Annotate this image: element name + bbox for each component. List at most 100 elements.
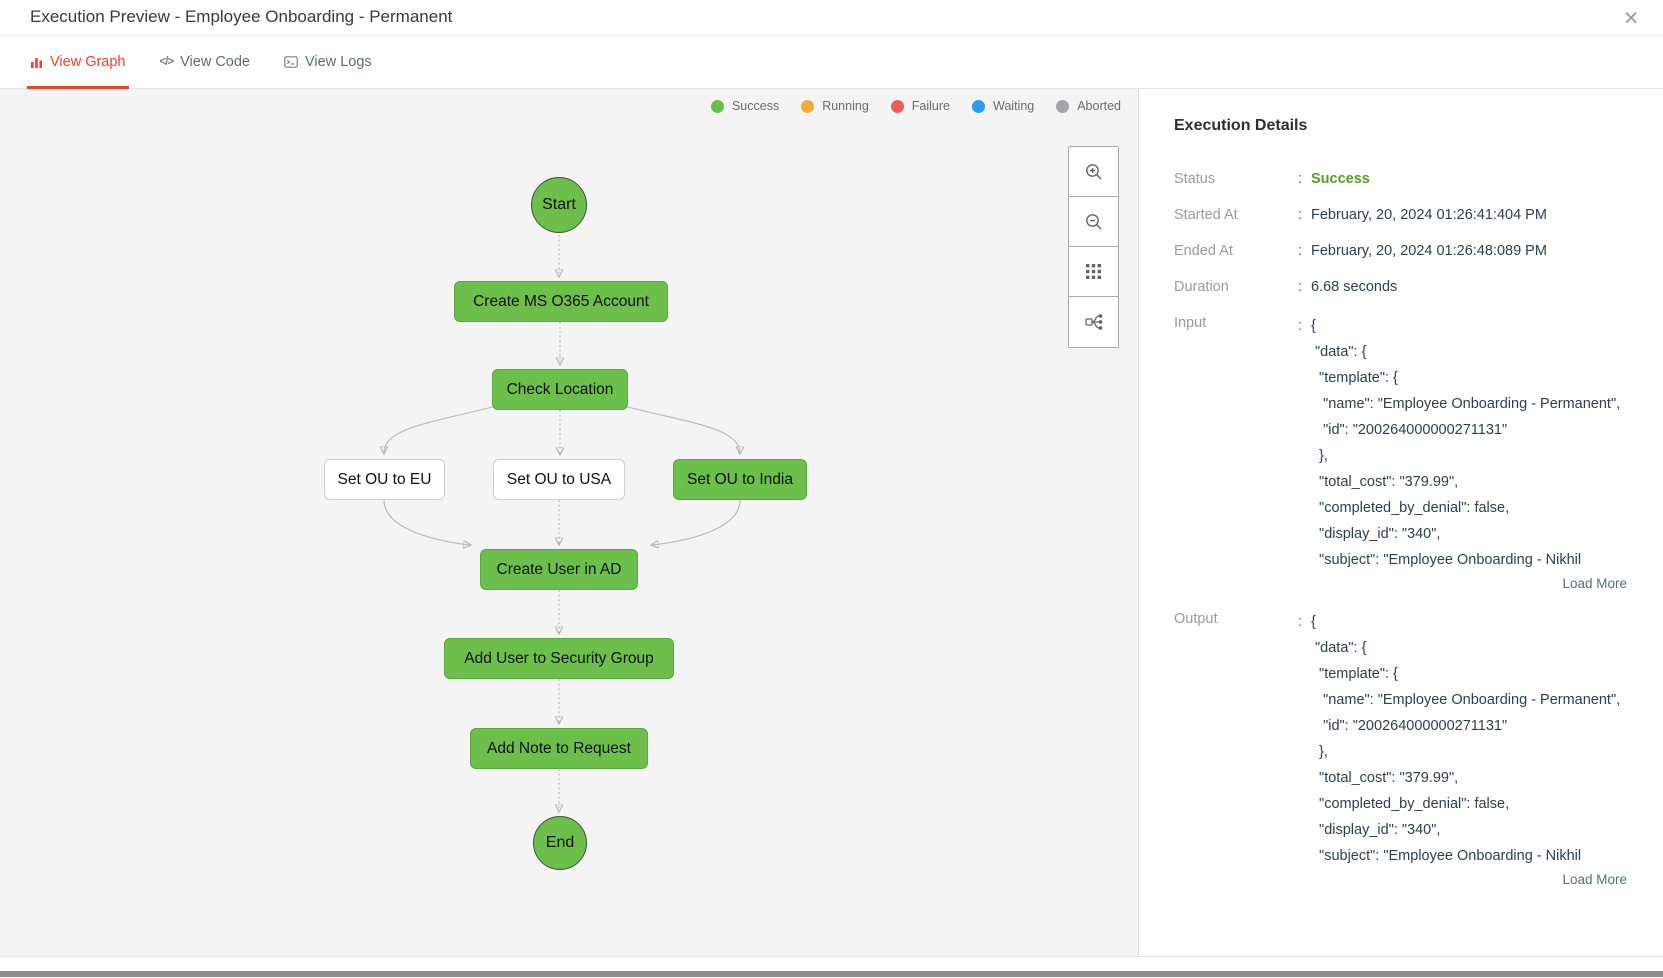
json-line: "id": "200264000000271131" xyxy=(1311,718,1508,734)
bar-chart-icon xyxy=(30,56,43,69)
json-line: "data": { xyxy=(1311,640,1367,656)
output-load-more-link[interactable]: Load More xyxy=(1562,872,1627,887)
flow-node-check-location[interactable]: Check Location xyxy=(492,369,628,410)
legend-label: Success xyxy=(731,99,780,113)
zoom-out-icon xyxy=(1085,213,1101,229)
input-json: { "data": { "template": { "name": "Emplo… xyxy=(1311,313,1620,573)
json-line: "total_cost": "379.99", xyxy=(1311,474,1459,490)
execution-details-title: Execution Details xyxy=(1174,117,1308,134)
tab-view-code[interactable]: </> View Code xyxy=(157,36,254,88)
detail-label: Status xyxy=(1174,171,1216,187)
aborted-dot-icon xyxy=(1056,99,1070,113)
detail-label: Duration xyxy=(1174,279,1229,295)
output-load-more-row: Load More xyxy=(1174,871,1663,889)
flow-node-set-ou-to-india[interactable]: Set OU to India xyxy=(673,459,807,500)
legend-item-failure: Failure xyxy=(890,99,950,113)
detail-colon: : xyxy=(1298,207,1303,223)
legend-item-running: Running xyxy=(801,99,869,113)
detail-label: Ended At xyxy=(1174,243,1233,259)
json-line: "total_cost": "379.99", xyxy=(1311,770,1459,786)
json-line: "subject": "Employee Onboarding - Nikhil xyxy=(1311,552,1582,568)
success-dot-icon xyxy=(710,99,724,113)
tab-view-graph[interactable]: View Graph xyxy=(27,36,129,89)
flow-node-add-note-to-request[interactable]: Add Note to Request xyxy=(470,728,648,769)
detail-row-status: Status : Success xyxy=(1174,169,1663,189)
dialog-title: Execution Preview - Employee Onboarding … xyxy=(30,7,453,26)
json-line: "display_id": "340", xyxy=(1311,822,1441,838)
detail-colon: : xyxy=(1298,171,1303,187)
flow-node-create-user-in-ad[interactable]: Create User in AD xyxy=(480,549,638,590)
flow-node-set-ou-to-usa[interactable]: Set OU to USA xyxy=(493,459,625,500)
detail-label: Started At xyxy=(1174,207,1238,223)
json-line: }, xyxy=(1311,744,1328,760)
tab-bar: View Graph </> View Code View Logs xyxy=(0,36,1663,89)
main-content: Success Running Failure Waiting Aborted xyxy=(0,89,1663,956)
graph-toolbar xyxy=(1068,146,1119,348)
detail-row-started-at: Started At : February, 20, 2024 01:26:41… xyxy=(1174,205,1663,225)
execution-details-panel: Execution Details Status : Success Start… xyxy=(1139,89,1663,956)
running-dot-icon xyxy=(801,99,815,113)
tab-view-logs-label: View Logs xyxy=(305,54,372,70)
bottom-strip xyxy=(0,956,1663,977)
logs-icon xyxy=(284,56,298,68)
flow-layout-icon xyxy=(1084,314,1102,330)
detail-label: Input xyxy=(1174,315,1207,331)
flow-node-add-user-to-security-group[interactable]: Add User to Security Group xyxy=(444,638,674,679)
tab-view-code-label: View Code xyxy=(180,54,250,70)
detail-colon: : xyxy=(1298,318,1303,334)
flow-node-set-ou-to-eu[interactable]: Set OU to EU xyxy=(324,459,445,500)
fit-layout-button[interactable] xyxy=(1069,297,1118,347)
zoom-in-icon xyxy=(1085,163,1101,179)
failure-dot-icon xyxy=(890,99,904,113)
ended-at-value: February, 20, 2024 01:26:48:089 PM xyxy=(1311,243,1547,259)
json-line: "id": "200264000000271131" xyxy=(1311,422,1508,438)
json-line: "subject": "Employee Onboarding - Nikhil xyxy=(1311,848,1582,864)
json-line: "completed_by_denial": false, xyxy=(1311,796,1510,812)
zoom-in-button[interactable] xyxy=(1069,147,1118,197)
detail-row-input: Input : { "data": { "template": { "name"… xyxy=(1174,313,1663,573)
json-line: "name": "Employee Onboarding - Permanent… xyxy=(1311,396,1621,412)
status-legend: Success Running Failure Waiting Aborted xyxy=(710,99,1121,113)
input-load-more-link[interactable]: Load More xyxy=(1562,576,1627,591)
flow-node-end[interactable]: End xyxy=(533,816,587,870)
json-line: "completed_by_denial": false, xyxy=(1311,500,1510,516)
flow-edges xyxy=(0,235,1139,956)
started-at-value: February, 20, 2024 01:26:41:404 PM xyxy=(1311,207,1547,223)
detail-row-output: Output : { "data": { "template": { "name… xyxy=(1174,609,1663,869)
json-line: { xyxy=(1311,614,1316,630)
legend-label: Running xyxy=(822,99,869,113)
detail-colon: : xyxy=(1298,243,1303,259)
legend-label: Waiting xyxy=(993,99,1035,113)
output-json: { "data": { "template": { "name": "Emplo… xyxy=(1311,609,1620,869)
zoom-out-button[interactable] xyxy=(1069,197,1118,247)
detail-row-ended-at: Ended At : February, 20, 2024 01:26:48:0… xyxy=(1174,241,1663,261)
detail-colon: : xyxy=(1298,279,1303,295)
waiting-dot-icon xyxy=(972,99,985,113)
flow-node-start[interactable]: Start xyxy=(531,177,587,233)
duration-value: 6.68 seconds xyxy=(1311,279,1398,295)
json-line: }, xyxy=(1311,448,1328,464)
json-line: "data": { xyxy=(1311,344,1367,360)
legend-item-success: Success xyxy=(710,99,780,113)
tab-view-logs[interactable]: View Logs xyxy=(281,36,375,88)
legend-label: Aborted xyxy=(1077,99,1121,113)
legend-item-waiting: Waiting xyxy=(972,99,1034,113)
horizontal-scrollbar[interactable] xyxy=(0,971,1663,977)
dialog-titlebar: Execution Preview - Employee Onboarding … xyxy=(0,0,1663,36)
status-value: Success xyxy=(1311,171,1370,187)
input-load-more-row: Load More xyxy=(1174,575,1663,593)
detail-label: Output xyxy=(1174,611,1218,627)
detail-colon: : xyxy=(1298,614,1303,630)
close-icon[interactable]: × xyxy=(1615,2,1647,34)
json-line: "name": "Employee Onboarding - Permanent… xyxy=(1311,692,1621,708)
json-line: { xyxy=(1311,318,1316,334)
code-icon: </> xyxy=(159,56,175,68)
json-line: "template": { xyxy=(1311,370,1398,386)
grid-view-button[interactable] xyxy=(1069,247,1118,297)
flow-node-create-ms-o365-account[interactable]: Create MS O365 Account xyxy=(454,281,668,322)
legend-label: Failure xyxy=(911,99,950,113)
detail-row-duration: Duration : 6.68 seconds xyxy=(1174,277,1663,297)
workflow-graph-canvas[interactable]: Success Running Failure Waiting Aborted xyxy=(0,89,1139,956)
legend-item-aborted: Aborted xyxy=(1056,99,1121,113)
json-line: "display_id": "340", xyxy=(1311,526,1441,542)
